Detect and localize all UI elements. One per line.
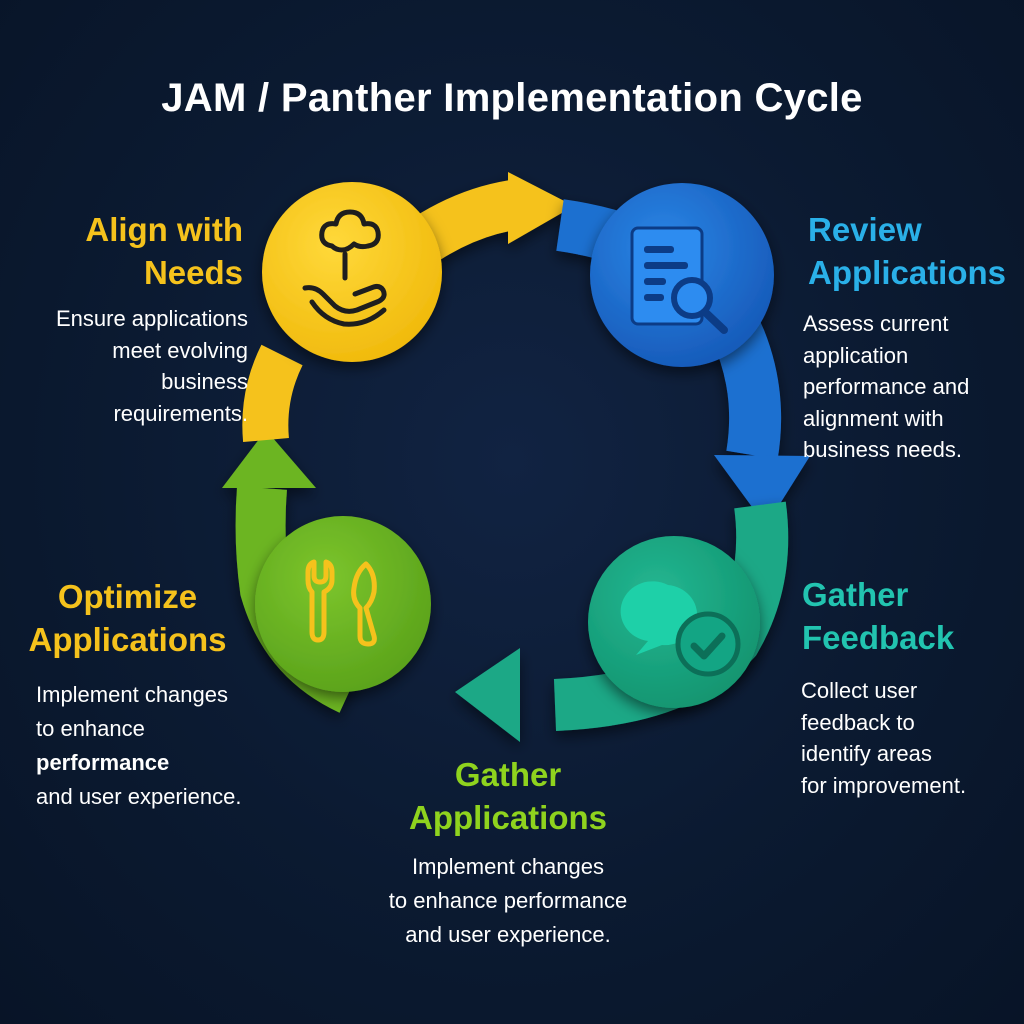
stage-desc-optimize-line3-bold: performance [36,750,170,775]
stage-desc-align: Ensure applications meet evolving busine… [20,303,248,429]
stage-title-optimize: Optimize Applications [20,575,235,661]
stage-desc-feedback-line3: identify areas [801,741,932,766]
stage-desc-gather-apps: Implement changes to enhance performance… [340,850,676,952]
stage-desc-optimize-line1: Implement changes [36,682,228,707]
stage-title-review-line2: Applications [808,254,1007,291]
stage-title-feedback-line1: Gather [802,576,909,613]
plant-in-hand-icon [302,209,387,327]
stage-title-optimize-line2: Applications [28,621,227,658]
stage-title-review-line1: Review [808,211,922,248]
stage-desc-review-line2: application [803,342,909,368]
stage-desc-review: Assess current application performance a… [803,308,1018,466]
stage-title-align-line2: Needs [143,254,243,291]
stage-desc-optimize-line4: and user experience. [36,784,242,809]
stage-desc-review-line5: business needs. [803,437,962,462]
stage-title-gather-apps-line2: Applications [408,799,608,836]
document-search-icon [630,226,728,334]
stage-desc-gather-apps-line3: and user experience. [405,922,611,947]
stage-desc-review-line1: Assess current [803,311,949,336]
stage-desc-feedback: Collect user feedback to identify areas … [801,675,1016,801]
stage-desc-feedback-line2: feedback to [801,709,915,735]
stage-desc-feedback-line4: for improvement. [801,772,967,798]
stage-title-optimize-line1: Optimize [57,578,198,615]
stage-circle-align [262,182,442,362]
stage-title-feedback-line2: Feedback [802,619,955,656]
stage-title-gather-apps: Gather Applications [370,753,646,839]
stage-title-gather-apps-line1: Gather [454,756,562,793]
stage-title-align-line1: Align with [85,211,243,248]
chat-check-icon [620,581,741,677]
stage-circle-optimize [255,516,431,692]
stage-title-review: Review Applications [808,208,1020,294]
stage-desc-review-line3: performance and [803,374,970,399]
page-title: JAM / Panther Implementation Cycle [161,76,863,120]
stage-desc-align-line4: requirements. [113,400,248,426]
wrench-tools-icon [305,559,377,647]
stage-desc-gather-apps-line2: to enhance performance [388,888,628,913]
stage-title-align: Align with Needs [40,208,243,294]
stage-desc-gather-apps-line1: Implement changes [412,854,604,879]
stage-desc-review-line4: alignment with [803,405,944,431]
stage-desc-optimize: Implement changes to enhance performance… [36,678,264,814]
stage-title-feedback: Gather Feedback [802,573,1014,659]
stage-desc-align-line1: Ensure applications [55,306,248,331]
stage-desc-feedback-line1: Collect user [801,678,918,703]
stage-desc-align-line2: meet evolving [112,337,248,363]
arrow-tail-align [242,344,303,443]
stage-desc-align-line3: business [161,369,248,394]
stage-desc-optimize-line2: to enhance [36,716,145,741]
